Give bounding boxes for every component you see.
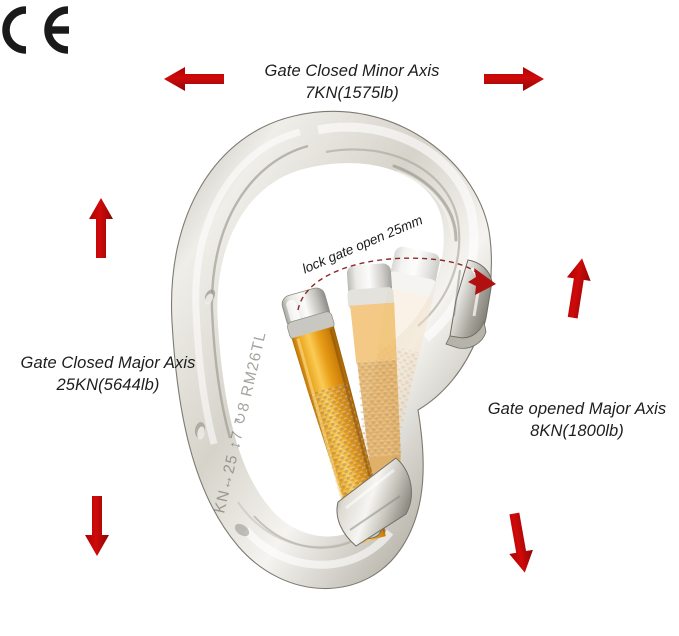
gate-open-arc-icon — [297, 257, 496, 311]
label-gate-closed-minor-axis: Gate Closed Minor Axis 7KN(1575lb) — [236, 60, 468, 105]
arrow-right-top-icon — [483, 64, 545, 99]
arrow-right-bottom-icon — [499, 510, 540, 581]
carabiner-gate-hinge — [336, 457, 412, 547]
label-gate-closed-major-axis: Gate Closed Major Axis 25KN(5644lb) — [2, 352, 214, 397]
label-right-line2: 8KN(1800lb) — [530, 422, 624, 441]
carabiner-product-image: KN↔25 ↕7 ↻8 RM26TL — [150, 110, 580, 610]
label-gate-opened-major-axis: Gate opened Major Axis 8KN(1800lb) — [479, 398, 675, 443]
arrow-left-bottom-icon — [82, 495, 112, 562]
arrow-left-top-icon — [163, 64, 225, 99]
label-left-line2: 25KN(5644lb) — [56, 376, 160, 395]
label-top-line2: 7KN(1575lb) — [305, 84, 399, 103]
arrow-right-middle-icon — [557, 255, 597, 326]
label-right-line1: Gate opened Major Axis — [487, 400, 667, 418]
gate-mid-open — [346, 263, 402, 495]
label-top-line1: Gate Closed Minor Axis — [264, 62, 440, 80]
ce-mark-icon — [0, 4, 74, 56]
label-left-line1: Gate Closed Major Axis — [20, 354, 196, 372]
arrow-left-middle-icon — [86, 197, 116, 264]
